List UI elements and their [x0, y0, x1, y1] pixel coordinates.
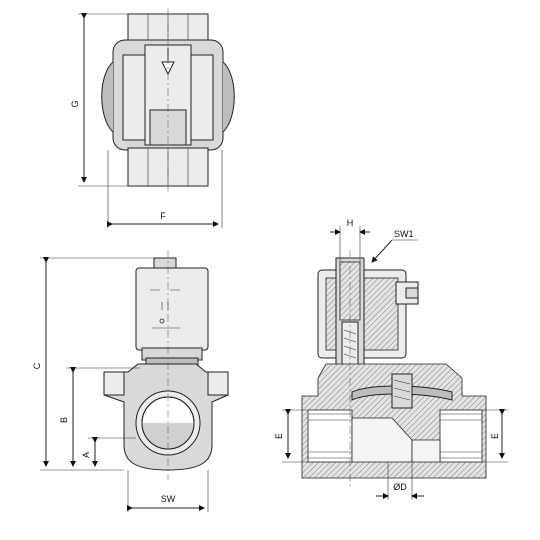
dim-H: H [347, 218, 354, 228]
dim-SW1: SW1 [394, 229, 414, 239]
front-view: C B A SW [32, 250, 229, 512]
top-view: G F [70, 8, 235, 228]
dim-B: B [59, 417, 69, 423]
dim-F: F [160, 211, 166, 221]
dim-C: C [32, 362, 42, 369]
dim-SW: SW [161, 494, 176, 504]
section-view: H SW1 E E ØD [274, 218, 508, 500]
dim-D: ØD [393, 482, 407, 492]
dim-A: A [81, 452, 91, 458]
dim-G: G [70, 100, 80, 107]
dim-E-left: E [274, 433, 284, 439]
dim-E-right: E [490, 433, 500, 439]
